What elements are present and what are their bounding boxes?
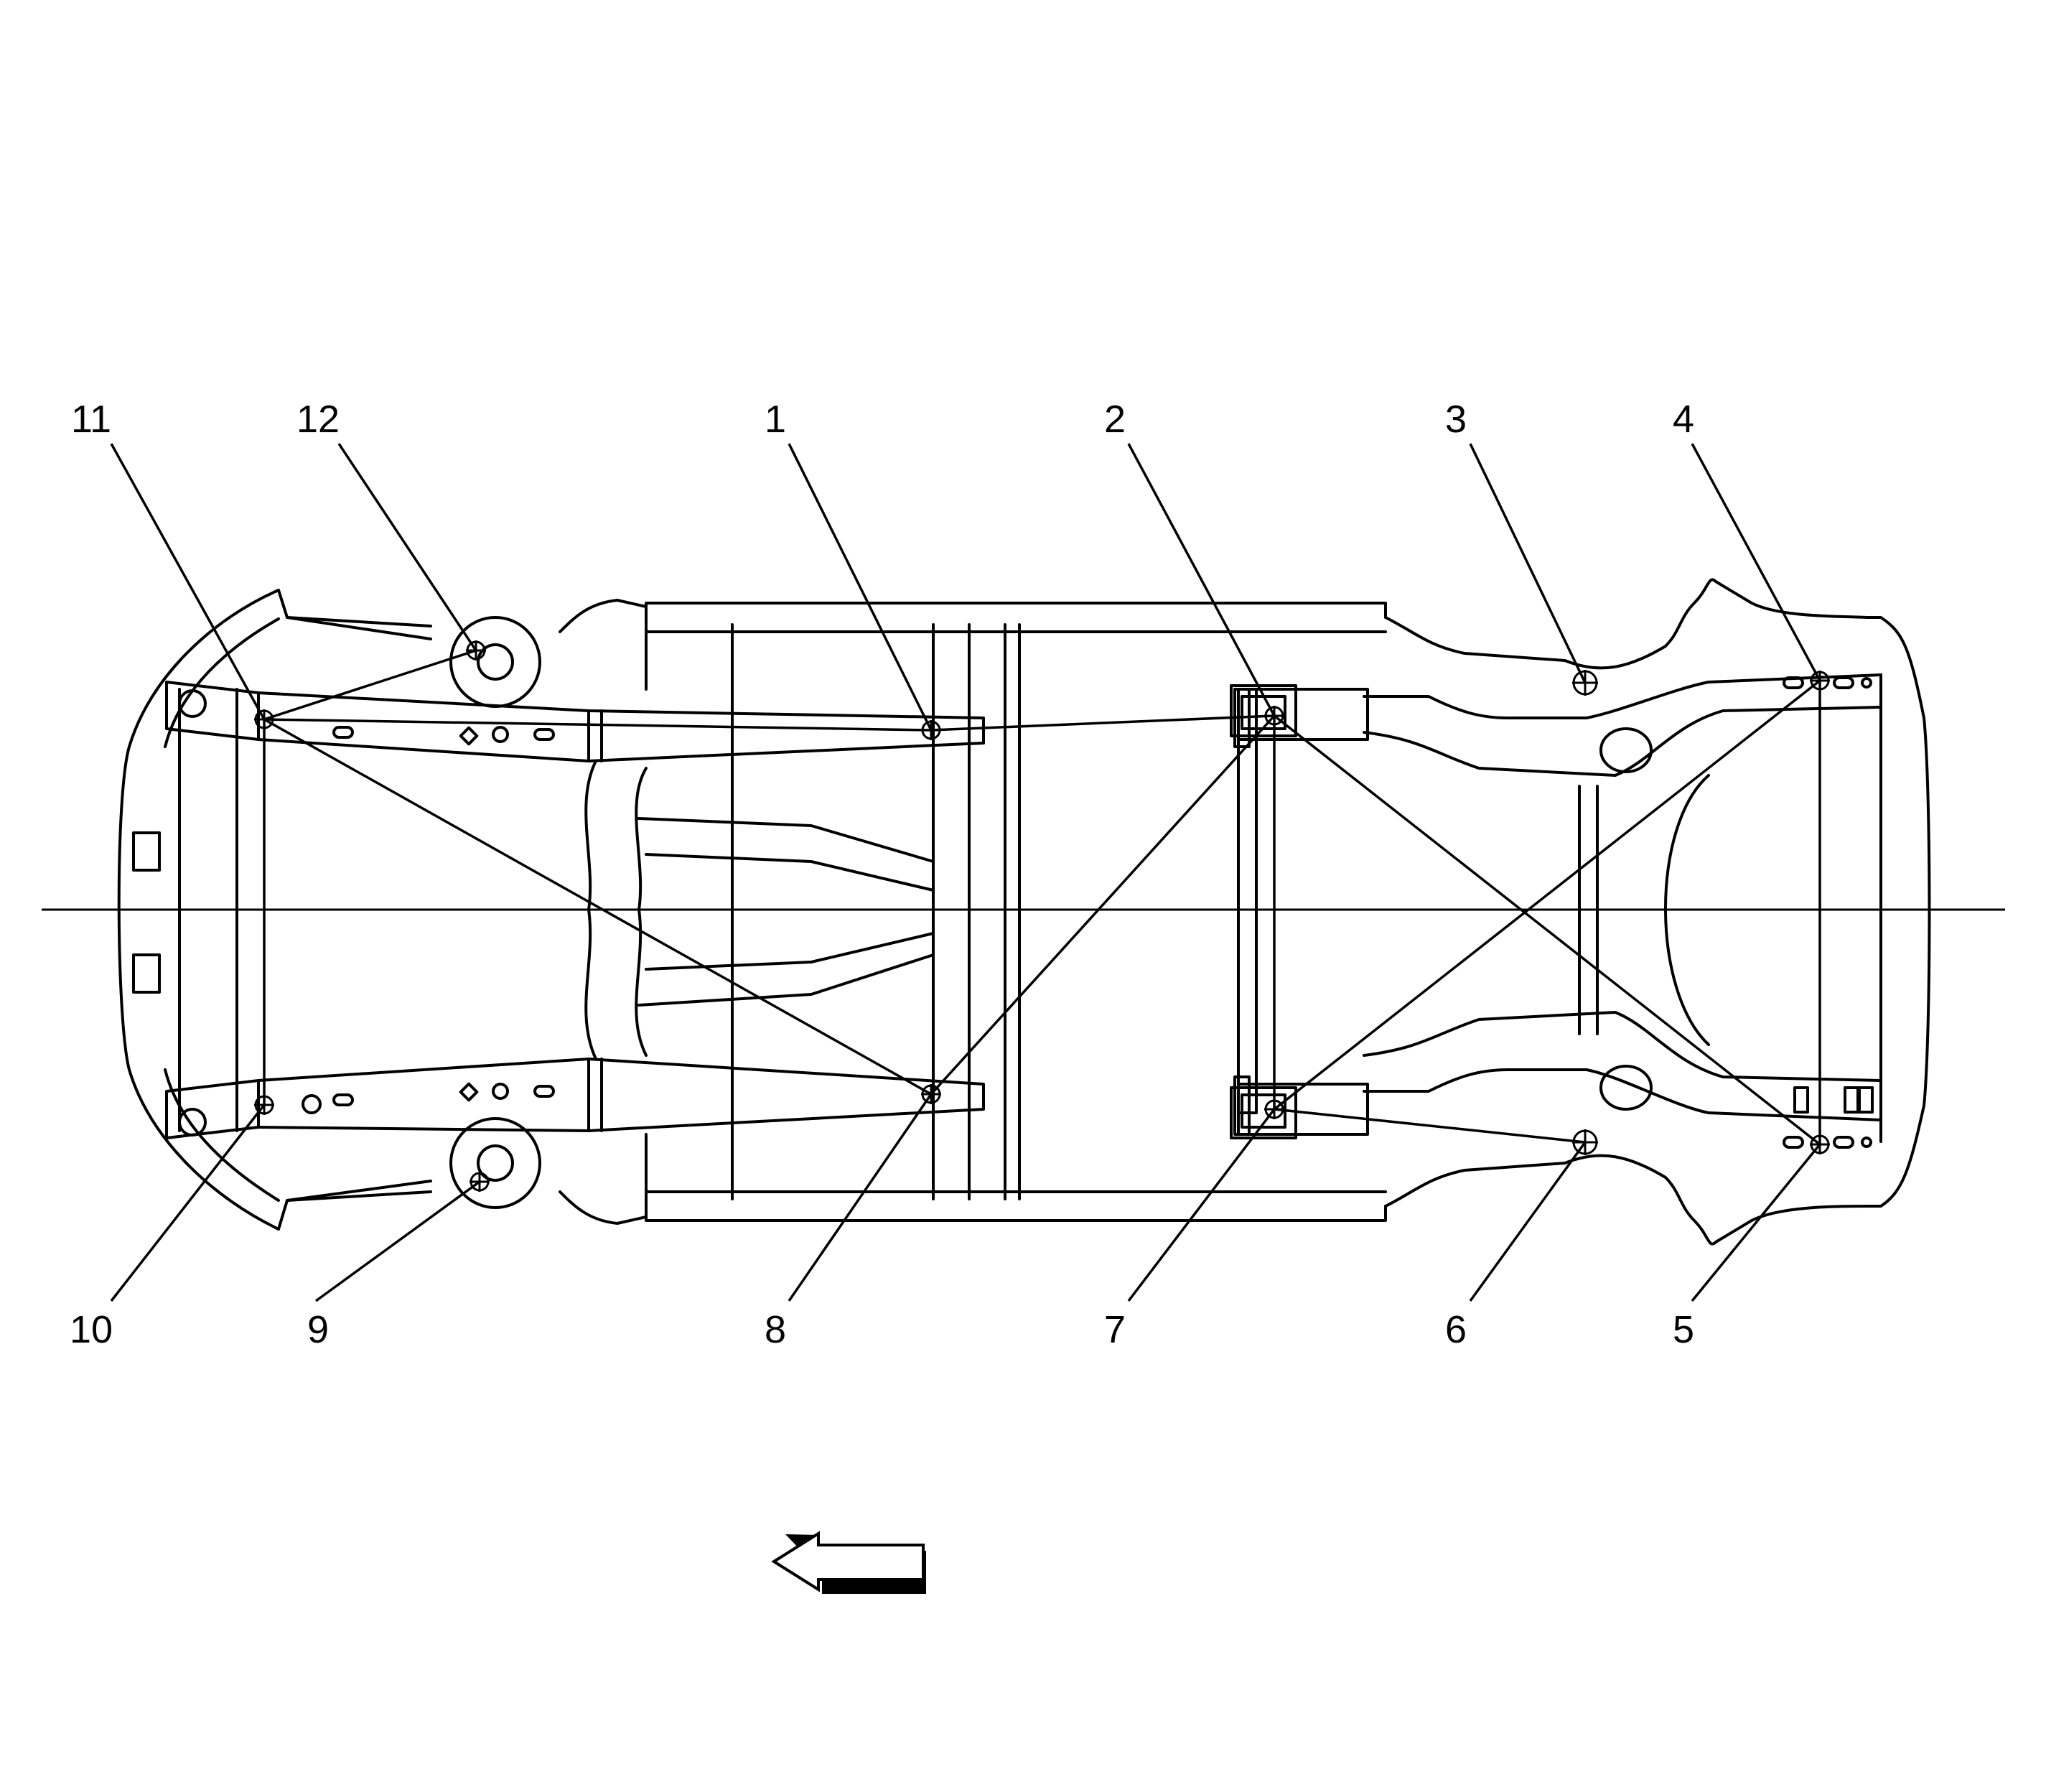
rear-pad-lower — [1230, 1086, 1297, 1139]
mid-bar-lower — [1233, 1075, 1251, 1136]
rear-pad-upper — [1230, 684, 1297, 737]
cradle-front-edge-2 — [635, 767, 648, 1057]
crosshair-circle-icon — [921, 1084, 941, 1104]
crosshair-circle-icon — [1264, 1099, 1284, 1119]
cradle-body — [637, 817, 935, 1007]
spare-tire-well — [1664, 774, 1710, 1046]
rear-hole-upper — [1599, 727, 1653, 773]
front-slot-lower — [132, 953, 161, 994]
mid-crossmember-frame — [1237, 688, 1258, 1114]
callout-3: 3 — [1445, 398, 1467, 441]
front-strut-tower-upper — [277, 589, 648, 708]
rear-upper-body — [1384, 578, 1931, 1246]
front-rail-holes — [302, 726, 555, 1114]
callout-2: 2 — [1104, 398, 1126, 441]
callout-6: 6 — [1445, 1308, 1467, 1351]
front-slot-upper — [132, 831, 161, 872]
crosshair-circle-icon — [1572, 670, 1598, 696]
crosshair-circle-icon — [921, 720, 941, 740]
callout-4: 4 — [1673, 398, 1694, 441]
front-rail-lower — [257, 1058, 985, 1132]
callout-labels: 11 12 1 2 3 4 10 9 8 7 6 5 — [70, 398, 1694, 1351]
vehicle-underbody — [42, 578, 2005, 1246]
callout-9: 9 — [307, 1308, 329, 1351]
callout-7: 7 — [1104, 1308, 1126, 1351]
front-hole-upper — [178, 689, 207, 718]
crosshair-circle-icon — [1264, 706, 1284, 726]
front-hole-lower — [178, 1108, 207, 1137]
crosshair-circle-icon — [254, 709, 274, 729]
crosshair-circle-icon — [470, 1172, 490, 1192]
front-bumper — [117, 589, 280, 1231]
rear-rail-upper — [1363, 673, 1882, 719]
crosshair-circle-icon — [254, 1095, 274, 1115]
rear-rail-end-details — [1783, 676, 1874, 1149]
leader-lines — [110, 443, 1821, 1302]
engine-cradle — [645, 602, 1387, 1222]
callout-10: 10 — [70, 1308, 113, 1351]
front-strut-tower-lower — [277, 1117, 648, 1231]
crosshair-circle-icon — [1810, 1134, 1830, 1154]
rear-rail-upper-2 — [1363, 706, 1882, 777]
crosshair-circle-icon — [466, 640, 486, 661]
cradle-front-edge — [584, 760, 597, 1060]
cradle-body-inner — [645, 853, 935, 971]
callout-5: 5 — [1673, 1308, 1694, 1351]
rocker-inner — [645, 630, 1387, 1193]
rear-rail-lower — [1363, 1068, 1882, 1121]
dimension-lines — [263, 649, 1821, 1146]
callout-1: 1 — [765, 398, 786, 441]
crosshair-circle-icon — [1810, 671, 1830, 691]
callout-8: 8 — [765, 1308, 786, 1351]
crosshair-circle-icon — [1572, 1129, 1598, 1155]
rear-rail-lower-2 — [1363, 1011, 1882, 1082]
rear-hole-lower — [1599, 1065, 1653, 1111]
arrow-left-icon — [771, 1531, 926, 1594]
reference-points — [254, 640, 1830, 1192]
front-rail-upper — [257, 691, 985, 762]
callout-11: 11 — [71, 398, 111, 441]
callout-12: 12 — [296, 398, 340, 441]
